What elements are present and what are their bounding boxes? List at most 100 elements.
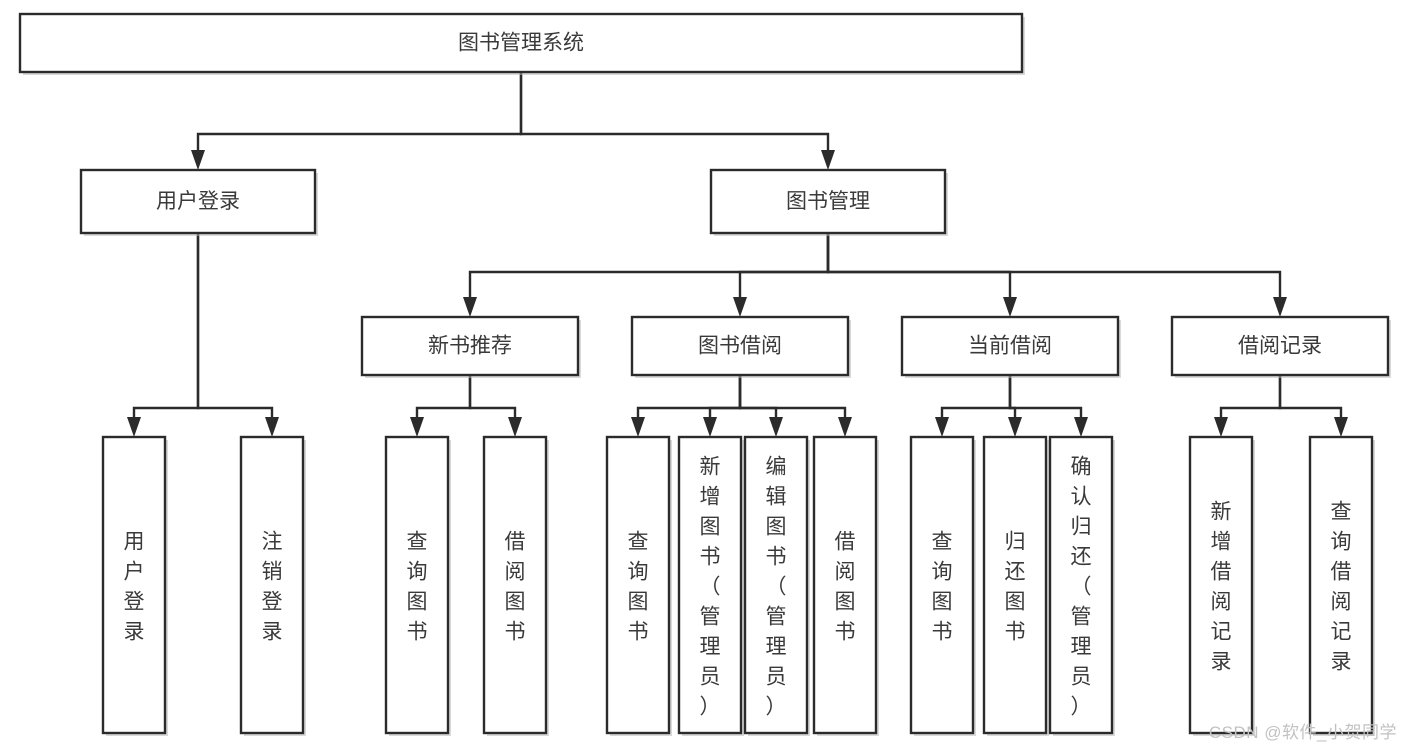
node-leaf-query-book-recommend[interactable]: 查询图书 (384, 435, 451, 736)
node-label-current-borrow: 当前借阅 (968, 335, 1052, 358)
arrow-head-icon (703, 417, 717, 437)
node-leaf-logout-login[interactable]: 注销登录 (239, 435, 306, 736)
connector-line (636, 375, 742, 417)
node-layer: 图书管理系统用户登录图书管理新书推荐图书借阅当前借阅借阅记录用户登录注销登录查询… (18, 12, 1391, 736)
node-box-book-management[interactable] (709, 168, 947, 235)
connector-line (738, 375, 847, 417)
connector-line (738, 233, 830, 297)
arrow-head-icon (1003, 297, 1017, 317)
node-label-leaf-logout-login: 注销登录 (262, 530, 283, 643)
node-leaf-borrow-book-recommend[interactable]: 借阅图书 (482, 435, 549, 736)
arrow-head-icon (1074, 417, 1088, 437)
connector-line (738, 375, 778, 417)
connector-new-book-recommend-to-leaf-borrow-book-recommend (468, 375, 522, 437)
connector-line (1278, 375, 1343, 417)
node-label-root: 图书管理系统 (458, 32, 584, 55)
node-leaf-borrow-book[interactable]: 借阅图书 (812, 435, 879, 736)
connector-book-management-to-book-borrow (733, 233, 830, 317)
connector-line (415, 375, 472, 417)
node-book-management[interactable]: 图书管理 (709, 168, 948, 236)
node-box-leaf-borrow-book-recommend[interactable] (482, 435, 548, 735)
node-box-leaf-query-borrow-record[interactable] (1308, 435, 1374, 735)
connector-root-to-book-management (519, 72, 835, 170)
node-box-borrow-record[interactable] (1170, 315, 1390, 377)
connector-new-book-recommend-to-leaf-query-book-recommend (410, 375, 472, 437)
node-label-leaf-edit-book-admin: 编辑图书（管理员） (766, 455, 787, 718)
node-label-leaf-confirm-return-admin: 确认归还（管理员） (1071, 455, 1092, 718)
node-label-borrow-record: 借阅记录 (1238, 335, 1322, 358)
arrow-head-icon (935, 417, 949, 437)
connector-book-borrow-to-leaf-query-book-borrow (631, 375, 742, 437)
node-box-leaf-logout-login[interactable] (239, 435, 305, 735)
arrow-head-icon (821, 150, 835, 170)
node-borrow-record[interactable]: 借阅记录 (1170, 315, 1391, 378)
node-label-book-management: 图书管理 (786, 190, 870, 213)
node-box-leaf-return-book[interactable] (982, 435, 1048, 735)
arrow-head-icon (410, 417, 424, 437)
node-box-leaf-confirm-return-admin[interactable] (1048, 435, 1114, 735)
node-label-leaf-add-book-admin: 新增图书（管理员） (700, 455, 721, 718)
node-box-root[interactable] (18, 12, 1024, 74)
node-label-book-borrow: 图书借阅 (698, 335, 782, 358)
node-box-leaf-query-book-current[interactable] (909, 435, 975, 735)
node-leaf-query-book-borrow[interactable]: 查询图书 (605, 435, 672, 736)
connector-borrow-record-to-leaf-query-borrow-record (1278, 375, 1348, 437)
node-current-borrow[interactable]: 当前借阅 (900, 315, 1121, 378)
node-box-book-borrow[interactable] (630, 315, 850, 377)
connector-line (1008, 375, 1083, 417)
node-root[interactable]: 图书管理系统 (18, 12, 1025, 75)
node-new-book-recommend[interactable]: 新书推荐 (360, 315, 581, 378)
node-box-leaf-add-book-admin[interactable] (677, 435, 743, 735)
node-box-leaf-edit-book-admin[interactable] (743, 435, 809, 735)
connector-line (196, 72, 523, 150)
node-label-leaf-add-borrow-record: 新增借阅记录 (1211, 500, 1232, 673)
node-user-login[interactable]: 用户登录 (79, 168, 318, 236)
node-box-new-book-recommend[interactable] (360, 315, 580, 377)
node-leaf-query-book-current[interactable]: 查询图书 (909, 435, 976, 736)
node-box-user-login[interactable] (79, 168, 317, 235)
connector-book-borrow-to-leaf-borrow-book (738, 375, 852, 437)
node-book-borrow[interactable]: 图书借阅 (630, 315, 851, 378)
node-label-leaf-query-book-recommend: 查询图书 (407, 530, 428, 643)
node-leaf-edit-book-admin[interactable]: 编辑图书（管理员） (743, 435, 810, 736)
connector-layer (127, 72, 1348, 437)
node-leaf-add-book-admin[interactable]: 新增图书（管理员） (677, 435, 744, 736)
connector-user-login-to-leaf-user-login (127, 233, 200, 437)
connector-book-borrow-to-leaf-edit-book-admin (738, 375, 783, 437)
node-label-leaf-return-book: 归还图书 (1005, 530, 1026, 643)
node-box-leaf-user-login[interactable] (101, 435, 167, 735)
arrow-head-icon (508, 417, 522, 437)
node-label-leaf-query-book-current: 查询图书 (932, 530, 953, 643)
connector-current-borrow-to-leaf-query-book-current (935, 375, 1012, 437)
node-leaf-confirm-return-admin[interactable]: 确认归还（管理员） (1048, 435, 1115, 736)
connector-line (826, 233, 1282, 297)
connector-line (940, 375, 1012, 417)
connector-line (826, 233, 1012, 297)
connector-line (1219, 375, 1282, 417)
node-box-leaf-borrow-book[interactable] (812, 435, 878, 735)
connector-book-management-to-new-book-recommend (463, 233, 830, 317)
arrow-head-icon (631, 417, 645, 437)
node-box-leaf-query-book-borrow[interactable] (605, 435, 671, 735)
arrow-head-icon (769, 417, 783, 437)
node-leaf-user-login[interactable]: 用户登录 (101, 435, 168, 736)
arrow-head-icon (838, 417, 852, 437)
connector-book-borrow-to-leaf-add-book-admin (703, 375, 742, 437)
node-leaf-return-book[interactable]: 归还图书 (982, 435, 1049, 736)
node-box-leaf-query-book-recommend[interactable] (384, 435, 450, 735)
connector-borrow-record-to-leaf-add-borrow-record (1214, 375, 1282, 437)
node-leaf-query-borrow-record[interactable]: 查询借阅记录 (1308, 435, 1375, 736)
connector-book-management-to-current-borrow (826, 233, 1017, 317)
node-label-leaf-borrow-book: 借阅图书 (835, 530, 856, 643)
node-label-user-login: 用户登录 (156, 190, 240, 213)
node-box-leaf-add-borrow-record[interactable] (1188, 435, 1254, 735)
node-label-new-book-recommend: 新书推荐 (428, 335, 512, 358)
arrow-head-icon (1273, 297, 1287, 317)
arrow-head-icon (127, 417, 141, 437)
node-box-current-borrow[interactable] (900, 315, 1120, 377)
csdn-watermark: CSDN @软件_小贺同学 (1208, 723, 1397, 742)
node-leaf-add-borrow-record[interactable]: 新增借阅记录 (1188, 435, 1255, 736)
connector-book-management-to-borrow-record (826, 233, 1287, 317)
